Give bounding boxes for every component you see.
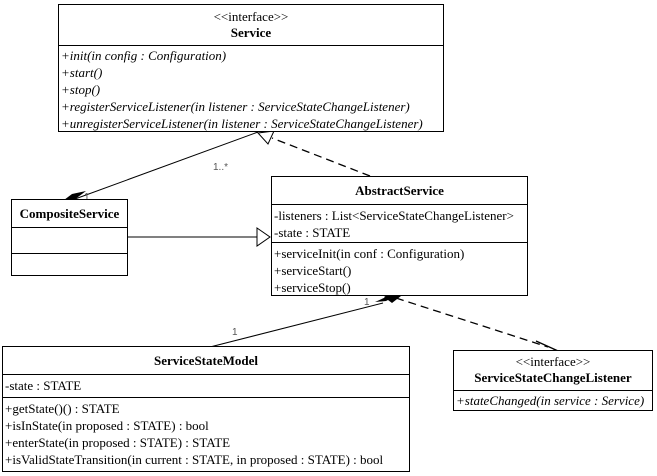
listener-interface-op-state-changed: +stateChanged(in service : Service) xyxy=(456,393,645,408)
composite-service-operations xyxy=(12,253,127,275)
service-state-model-name: ServiceStateModel xyxy=(154,353,258,368)
listener-interface-box: <<interface>> ServiceStateChangeListener… xyxy=(453,350,653,411)
generalization-arrow-composite-abstract xyxy=(256,227,271,247)
multiplicity-model-end: 1 xyxy=(232,327,238,338)
service-op-stop: +stop() xyxy=(61,82,101,97)
abstract-service-attr-state: -state : STATE xyxy=(274,225,351,240)
service-state-model-header: ServiceStateModel xyxy=(3,347,409,374)
composition-line-abstract-model xyxy=(209,302,384,348)
abstract-service-op-init: +serviceInit(in conf : Configuration) xyxy=(274,246,465,261)
listener-interface-name: ServiceStateChangeListener xyxy=(474,370,632,385)
composite-service-name: CompositeService xyxy=(19,206,120,221)
multiplicity-composite-end: 1 xyxy=(84,192,90,203)
service-name: Service xyxy=(230,25,272,40)
abstract-service-box: AbstractService -listeners : List<Servic… xyxy=(271,176,528,296)
service-state-model-op-get-state: +getState()() : STATE xyxy=(5,401,120,416)
realization-arrow-service xyxy=(256,130,275,145)
composite-service-box: CompositeService xyxy=(11,199,128,276)
service-op-register-listener: +registerServiceListener(in listener : S… xyxy=(61,99,410,114)
abstract-service-op-start: +serviceStart() xyxy=(274,263,352,278)
composite-service-attributes xyxy=(12,227,127,253)
service-op-start: +start() xyxy=(61,65,103,80)
abstract-service-name: AbstractService xyxy=(355,183,444,198)
composition-line-composite-service xyxy=(74,131,259,200)
service-header: <<interface>> Service xyxy=(59,5,443,45)
dependency-line-abstract-listener xyxy=(395,297,549,348)
multiplicity-abstract-model-end: 1 xyxy=(364,297,370,308)
abstract-service-header: AbstractService xyxy=(272,177,527,204)
multiplicity-service-end: 1..* xyxy=(213,162,229,173)
listener-interface-operations: +stateChanged(in service : Service) xyxy=(454,390,652,409)
service-op-init: +init(in config : Configuration) xyxy=(61,48,227,63)
service-state-model-operations: +getState()() : STATE +isInState(in prop… xyxy=(3,397,409,468)
service-op-unregister-listener: +unregisterServiceListener(in listener :… xyxy=(61,116,423,131)
abstract-service-attr-listeners: -listeners : List<ServiceStateChangeList… xyxy=(274,208,514,223)
realization-line-abstract-service xyxy=(271,137,371,177)
listener-interface-header: <<interface>> ServiceStateChangeListener xyxy=(454,351,652,390)
service-state-model-op-is-valid-transition: +isValidStateTransition(in current : STA… xyxy=(5,452,384,467)
service-stereotype: <<interface>> xyxy=(213,9,289,24)
abstract-service-operations: +serviceInit(in conf : Configuration) +s… xyxy=(272,242,527,296)
abstract-service-op-stop: +serviceStop() xyxy=(274,280,351,295)
service-state-model-attr-state: -state : STATE xyxy=(5,378,82,393)
service-state-model-op-is-in-state: +isInState(in proposed : STATE) : bool xyxy=(5,418,209,433)
service-operations: +init(in config : Configuration) +start(… xyxy=(59,45,443,132)
listener-interface-stereotype: <<interface>> xyxy=(515,354,591,369)
service-state-model-op-enter-state: +enterState(in proposed : STATE) : STATE xyxy=(5,435,231,450)
service-interface-box: <<interface>> Service +init(in config : … xyxy=(58,4,444,132)
service-state-model-attributes: -state : STATE xyxy=(3,374,409,397)
abstract-service-attributes: -listeners : List<ServiceStateChangeList… xyxy=(272,204,527,242)
service-state-model-box: ServiceStateModel -state : STATE +getSta… xyxy=(2,346,410,472)
composite-service-header: CompositeService xyxy=(12,200,127,227)
